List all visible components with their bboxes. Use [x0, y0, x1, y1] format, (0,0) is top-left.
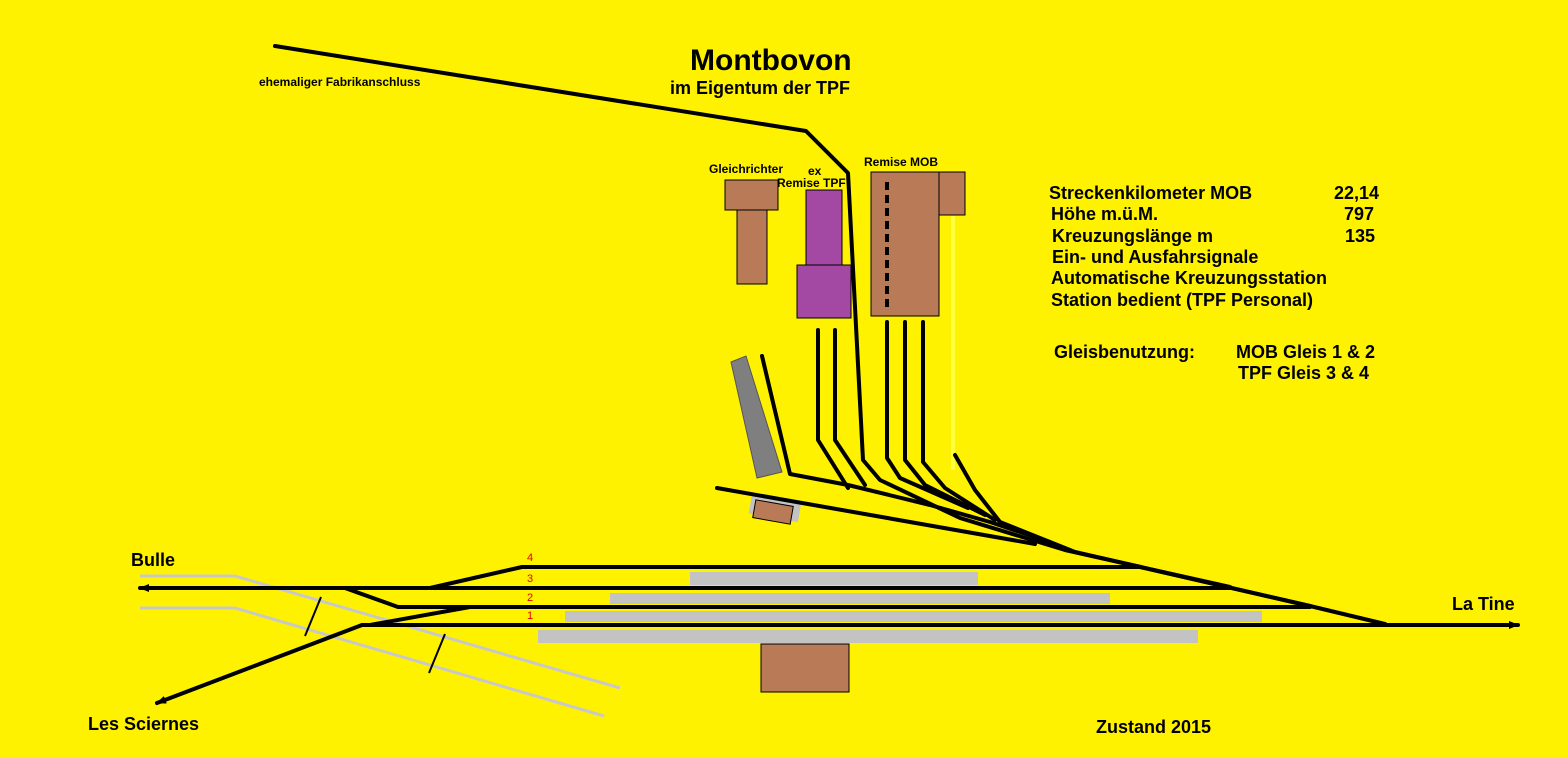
shed-mob-label: Remise MOB	[864, 155, 939, 169]
destination-la-tine: La Tine	[1452, 594, 1515, 614]
height-label: Höhe m.ü.M.	[1051, 204, 1158, 224]
track-2-link	[368, 605, 472, 627]
small-building	[752, 499, 794, 525]
destination-bulle: Bulle	[131, 550, 176, 570]
ex-shed-label-2: Remise TPF	[777, 176, 846, 190]
staffed-line: Station bedient (TPF Personal)	[1051, 290, 1314, 310]
km-value: 22,14	[1334, 183, 1380, 203]
shed-mob-building	[870, 171, 966, 317]
crossing-length-value: 135	[1345, 226, 1376, 246]
ex-shed-label-1: ex	[808, 164, 822, 178]
station-building	[760, 643, 850, 693]
loading-ramp	[730, 355, 783, 479]
depot-track-a	[760, 354, 1052, 544]
track-usage-mob: MOB Gleis 1 & 2	[1236, 342, 1376, 362]
track-number-4: 4	[527, 552, 534, 564]
track-usage-tpf: TPF Gleis 3 & 4	[1238, 363, 1370, 383]
platform-lower-1	[565, 611, 1262, 622]
automatic-line: Automatische Kreuzungsstation	[1051, 268, 1328, 288]
rectifier-building	[724, 179, 779, 285]
factory-siding-label: ehemaliger Fabrikanschluss	[259, 75, 421, 89]
status-year: Zustand 2015	[1096, 717, 1212, 737]
km-label: Streckenkilometer MOB	[1049, 183, 1253, 203]
depot-track-b	[816, 328, 850, 490]
depot-track-c	[833, 328, 867, 487]
depot-track-g	[953, 453, 1002, 524]
track-number-2: 2	[527, 592, 534, 604]
depot-track-f	[921, 320, 997, 522]
factory-siding-track	[273, 44, 1232, 589]
destination-les-sciernes: Les Sciernes	[88, 714, 200, 734]
les-sciernes-track	[155, 623, 364, 705]
grey-lines	[140, 574, 621, 718]
track-2	[343, 586, 1312, 609]
height-value: 797	[1344, 204, 1375, 224]
page-title: Montbovon	[690, 44, 852, 77]
crossing-markers	[304, 596, 446, 674]
ex-shed-building	[796, 189, 852, 319]
crossing-length-label: Kreuzungslänge m	[1052, 226, 1214, 246]
track-usage-label: Gleisbenutzung:	[1054, 342, 1195, 362]
page-subtitle: im Eigentum der TPF	[670, 78, 851, 98]
signals-line: Ein- und Ausfahrsignale	[1052, 247, 1259, 267]
tracks	[138, 44, 1520, 705]
platform-lower-2	[538, 630, 1198, 643]
track-number-3: 3	[527, 573, 534, 585]
depot-track-e	[903, 320, 987, 517]
platform-upper	[690, 572, 978, 585]
rectifier-label: Gleichrichter	[709, 162, 784, 176]
platform-middle	[610, 593, 1110, 604]
track-number-1: 1	[527, 610, 534, 622]
headshunt	[715, 486, 1037, 546]
depot-track-d	[885, 320, 970, 510]
